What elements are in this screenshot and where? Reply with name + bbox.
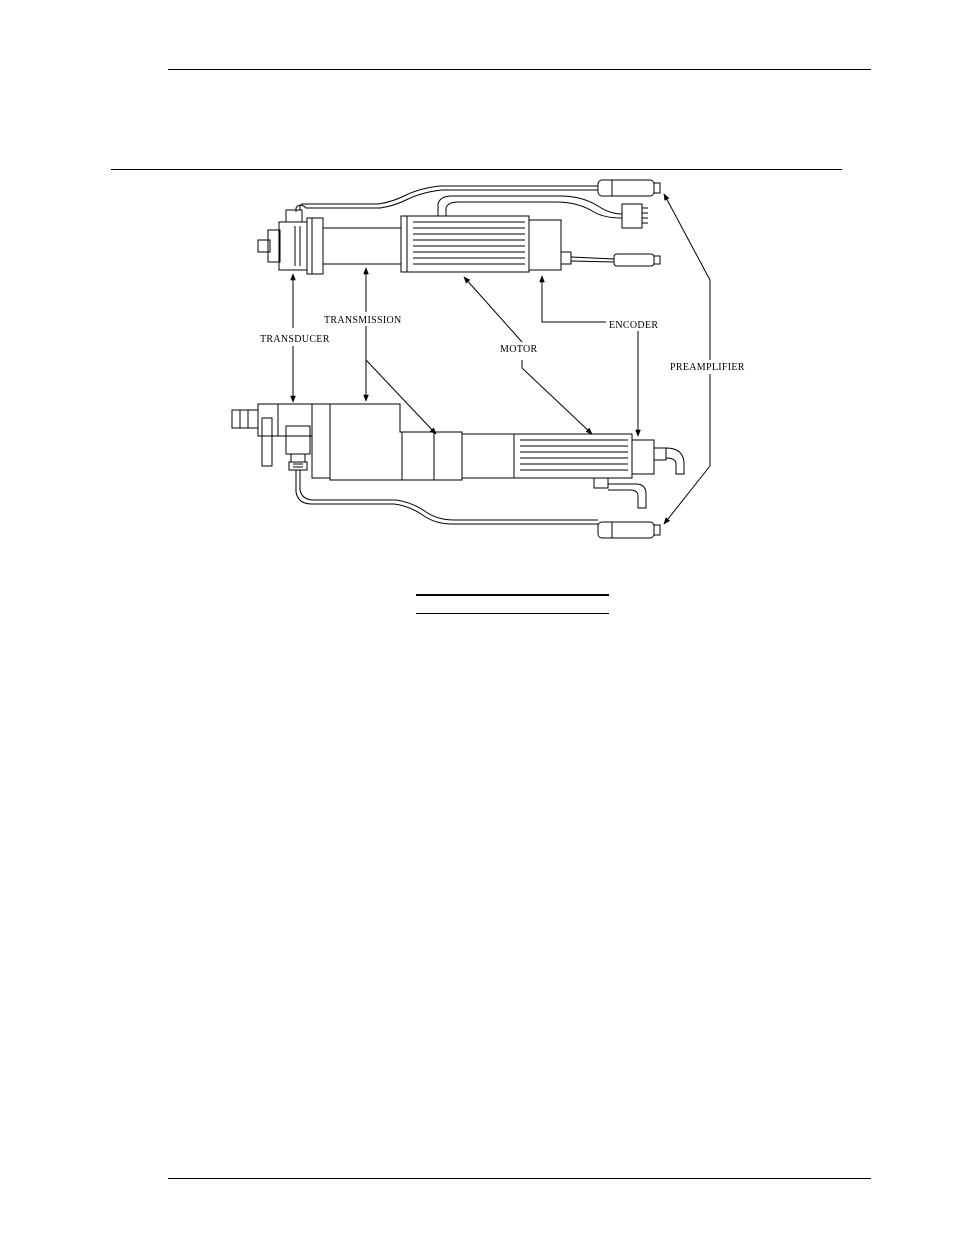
bottom-transducer-body <box>278 404 312 436</box>
bottom-spindle <box>232 410 258 428</box>
top-transducer-body <box>279 222 307 270</box>
bottom-motor-body <box>514 434 632 478</box>
bottom-preamplifier <box>598 522 654 538</box>
top-preamplifier <box>598 180 654 196</box>
label-motor: MOTOR <box>500 344 537 355</box>
top-cord-connector <box>614 254 654 266</box>
top-4pin-connector <box>622 204 642 228</box>
label-preamplifier: PREAMPLIFIER <box>670 362 745 373</box>
label-encoder: ENCODER <box>609 320 658 331</box>
top-transmission-body <box>323 228 401 264</box>
bottom-flange <box>312 404 330 478</box>
top-flange <box>307 218 323 274</box>
bottom-tool <box>232 404 684 538</box>
label-transmission: TRANSMISSION <box>324 315 402 326</box>
bottom-encoder-cap <box>632 440 654 474</box>
top-tool <box>258 180 660 274</box>
top-encoder-cap <box>529 220 561 270</box>
label-transducer: TRANSDUCER <box>260 334 330 345</box>
